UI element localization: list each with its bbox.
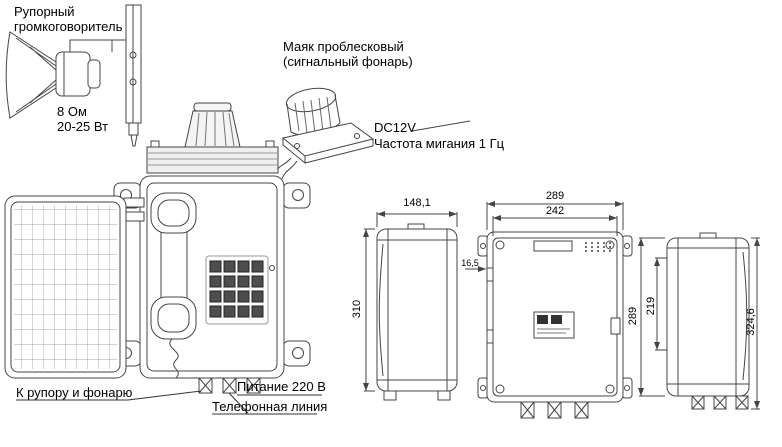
center-label-plate [533,311,575,339]
dim-side-height: 310 [351,299,363,319]
dimension-lines-right [638,237,760,410]
horn-spec-label: 8 Ом 20-25 Вт [57,104,109,134]
front-view-drawing [477,231,633,419]
beacon-label: Маяк проблесковый (сигнальный фонарь) [283,39,413,69]
top-plate [146,146,279,174]
side-view-left-drawing [376,223,458,401]
speaker-grille-dots [585,242,611,252]
keypad [205,255,275,325]
dim-right-inner-height: 219 [645,296,657,316]
dimension-lines-front [465,201,624,272]
handset [150,192,197,379]
latch [610,317,621,335]
dim-top-width: 148,1 [403,197,431,209]
handset-cord [169,338,179,379]
dim-front-inner-width: 242 [545,205,565,217]
beacon-drawing [275,87,471,180]
nameplate-slot [533,240,573,252]
side-view-right-drawing [666,232,750,410]
phone-line-label: Телефонная линия [212,399,328,414]
beacon-frequency-label: Частота мигания 1 Гц [374,136,505,151]
horn-speaker-label: Рупорный громкоговоритель [14,4,123,34]
wiring-leader-lines [16,390,322,415]
horn-speaker-drawing [5,4,142,147]
beacon-leader-line [411,120,471,132]
dim-total-height: 324,6 [745,308,757,336]
door-panel-drawing [4,195,145,379]
dim-right-outer-height: 289 [627,306,639,326]
beacon-voltage-label: DC12V [374,120,416,135]
power-label: Питание 220 В [237,379,326,394]
dim-flange-offset: 16,5 [461,258,479,268]
beacon-dome-cap [193,102,232,112]
cable-glands [198,377,261,394]
dimension-lines-left [363,211,458,392]
indicator-led [269,265,275,271]
dim-front-outer-width: 289 [545,190,565,202]
phone-assembly-drawing [4,102,322,415]
horn-wiring-label: К рупору и фонарю [16,385,133,400]
